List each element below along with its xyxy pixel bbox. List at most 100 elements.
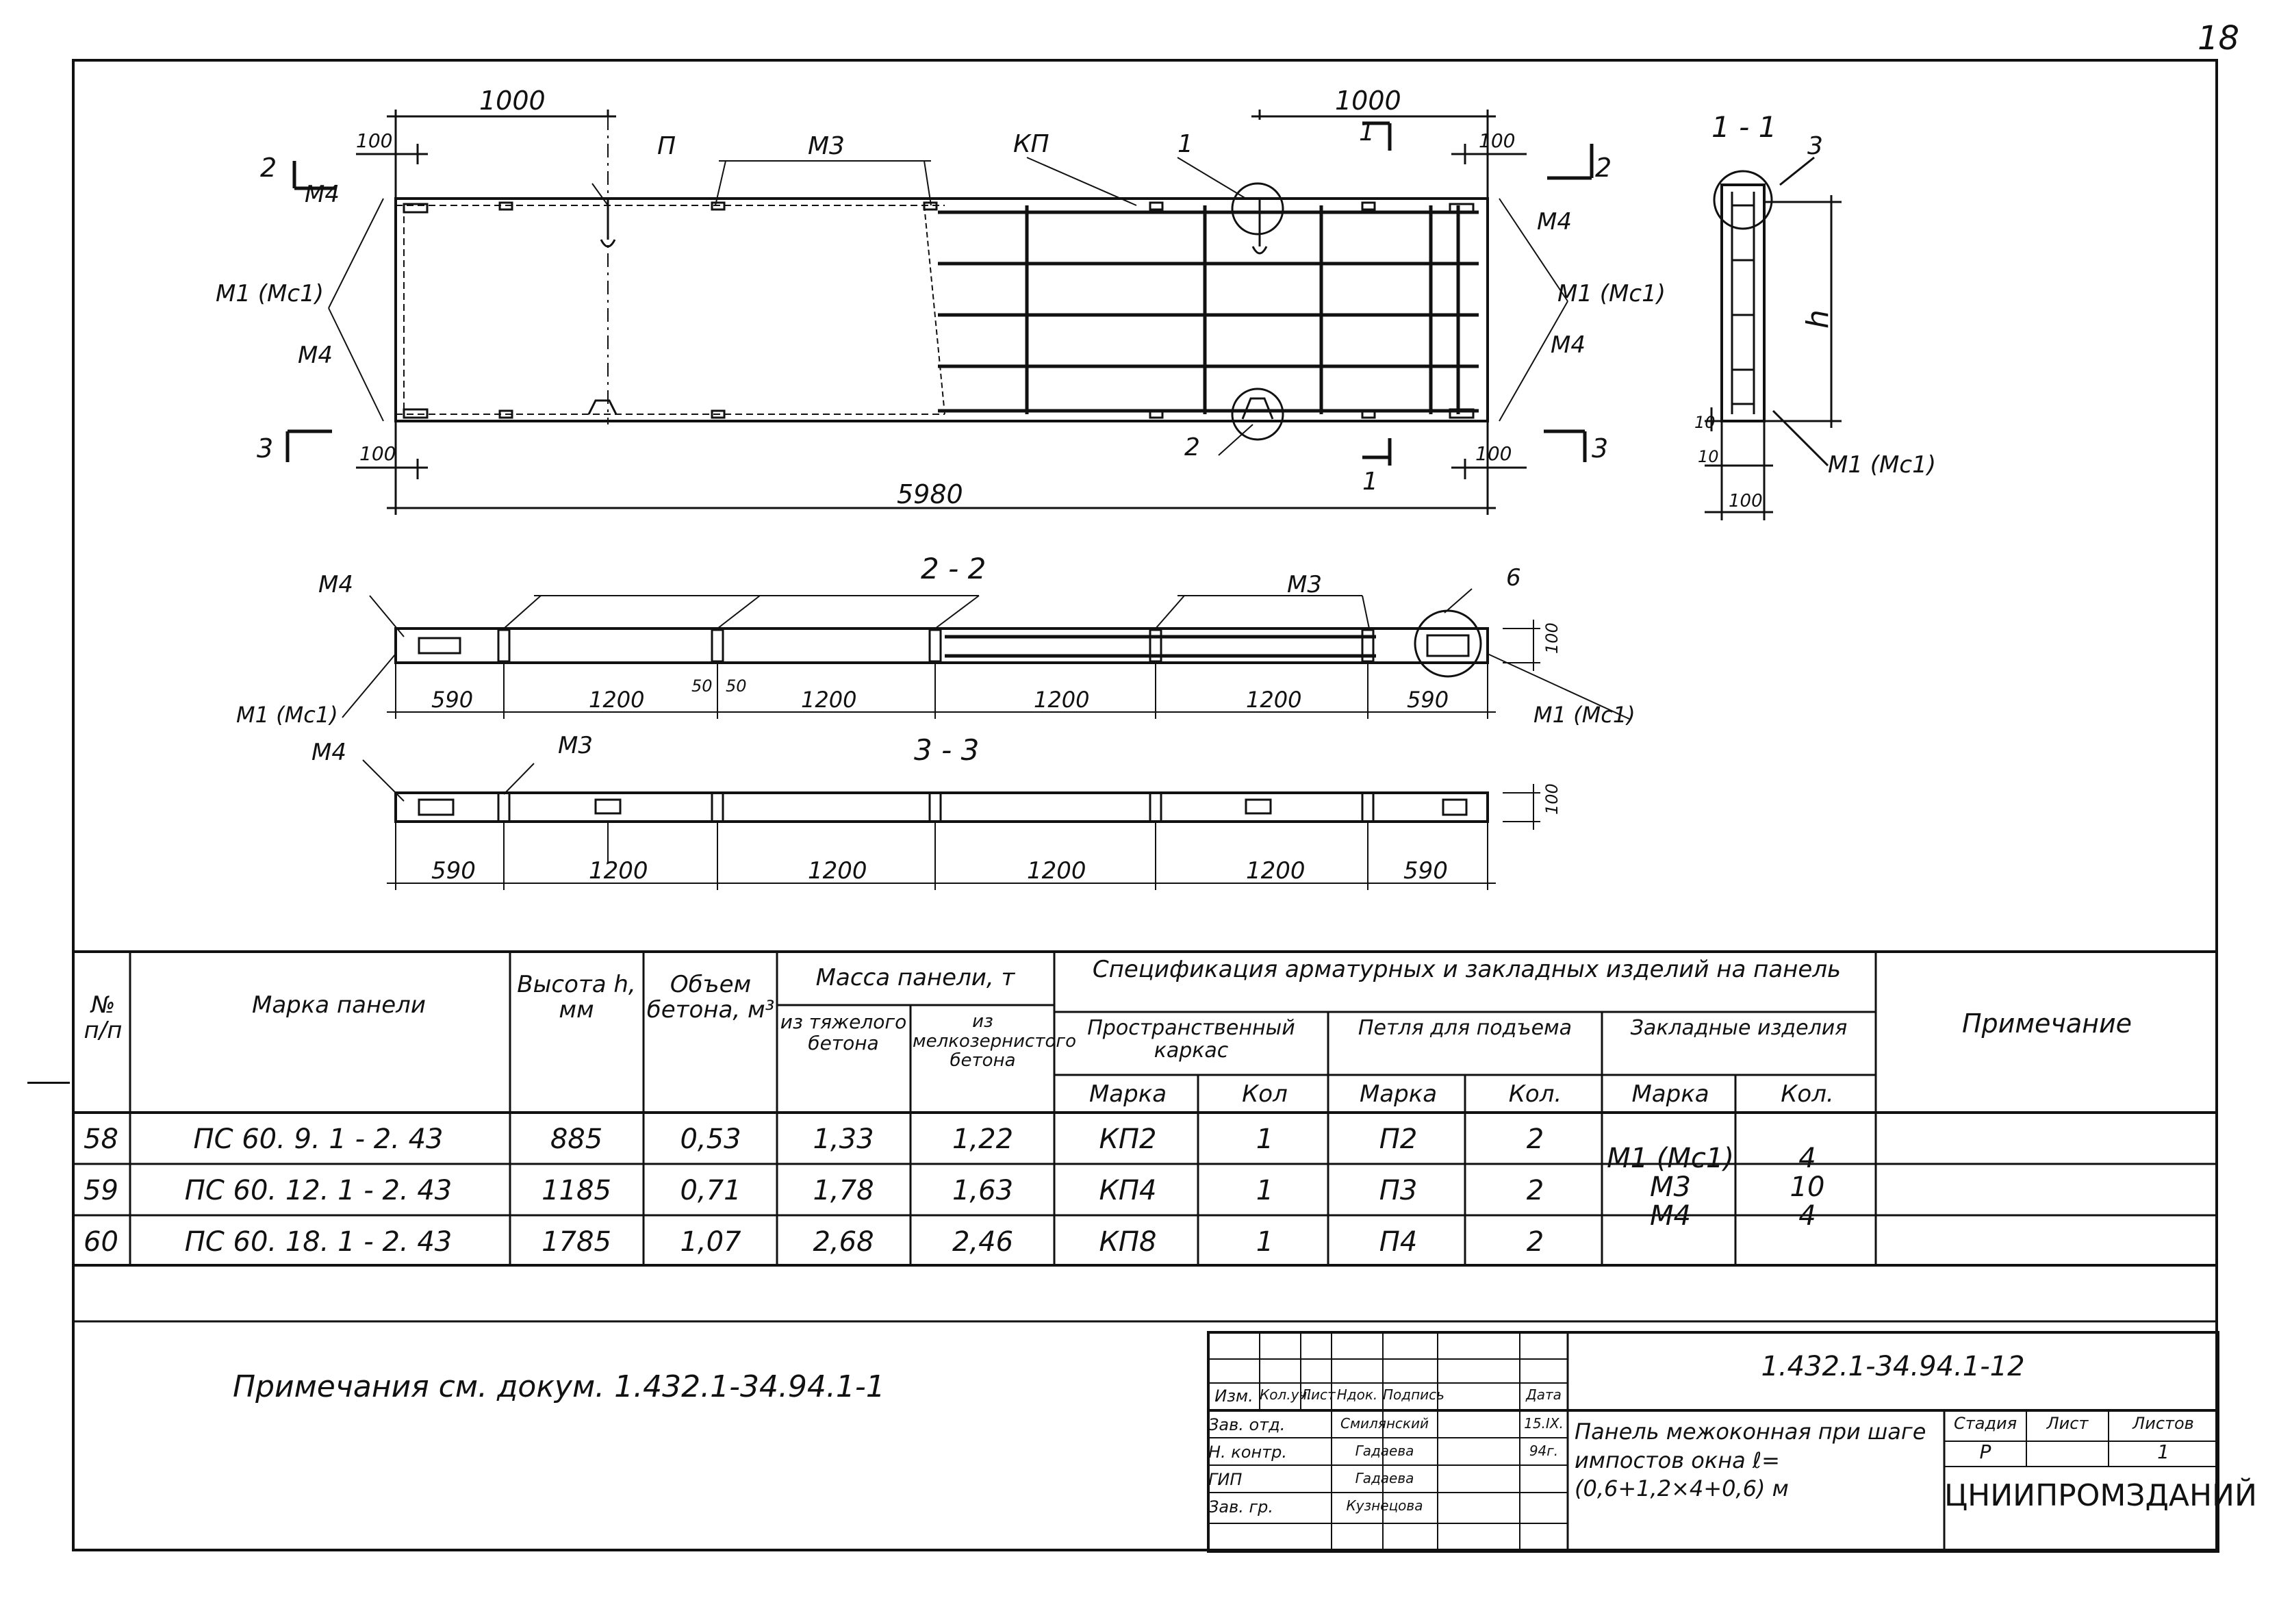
row-60-mark: ПС 60. 18. 1 - 2. 43 — [184, 1226, 453, 1258]
stamp-role-2: Н. контр. — [1208, 1443, 1288, 1462]
dim-100-top-left: 100 — [356, 129, 392, 152]
dim-top-right: 1000 — [1335, 86, 1401, 116]
stamp-sheet-header: Лист — [2046, 1414, 2089, 1433]
label-m1-right: М1 (Мс1) — [1557, 280, 1666, 307]
row-60-no: 60 — [84, 1226, 118, 1258]
section-1-1-dim-100: 100 — [1729, 491, 1763, 511]
section-2-2-label-m1-right: М1 (Мс1) — [1533, 702, 1635, 728]
stamp-sheets: 1 — [2157, 1441, 2169, 1463]
stamp-date-2: 94г. — [1529, 1443, 1559, 1459]
stamp-role-1: Зав. отд. — [1208, 1415, 1286, 1434]
label-detail-2: 2 — [1184, 433, 1200, 461]
label-kp: КП — [1013, 130, 1049, 158]
plan-view: 1000 1000 100 100 100 100 5980 П М3 КП 1… — [216, 86, 1666, 515]
row-59-no: 59 — [84, 1175, 118, 1206]
embed-mark-m3: М3 — [1650, 1171, 1691, 1203]
section-3-3-label-m3: М3 — [558, 732, 593, 759]
section-1-1-dim-10b: 10 — [1698, 447, 1719, 466]
embed-mark-m4: М4 — [1650, 1200, 1691, 1232]
row-59-mass-fine: 1,63 — [952, 1175, 1014, 1206]
row-58-volume: 0,53 — [680, 1124, 741, 1155]
section-1-1-label-m1: М1 (Мс1) — [1828, 451, 1936, 479]
row-58-mass-fine: 1,22 — [952, 1124, 1014, 1155]
dim-top-left: 1000 — [479, 86, 546, 116]
embed-qty-m3: 10 — [1790, 1171, 1825, 1203]
drawing-title: Панель межоконная при шаге импостов окна… — [1575, 1419, 1926, 1502]
stamp-col-data: Дата — [1526, 1386, 1562, 1403]
notes-reference: Примечания см. докум. 1.432.1-34.94.1-1 — [233, 1369, 885, 1404]
section-2-2-dim-100: 100 — [1542, 622, 1562, 654]
sheet-number: 18 — [2198, 19, 2240, 58]
stamp-name-1: Смилянский — [1340, 1415, 1429, 1432]
col-header-mass: Масса панели, т — [815, 964, 1015, 991]
col-header-embed: Закладные изделия — [1630, 1016, 1848, 1040]
label-detail-1: 1 — [1177, 130, 1193, 158]
col-header-mark: Марка панели — [252, 991, 426, 1019]
cut-mark-3-right: 3 — [1592, 433, 1608, 464]
section-3-3-dim-5: 590 — [1403, 857, 1448, 885]
stamp-role-4: Зав. гр. — [1208, 1497, 1273, 1517]
label-m4-bl: М4 — [298, 342, 333, 369]
row-60-mass-fine: 2,46 — [952, 1226, 1014, 1258]
spec-table: № п/п Марка панели Высота h, мм Объем бе… — [72, 952, 2218, 1280]
section-2-2: 2 - 2 М4 М3 6 М1 (Мс1) М1 (Мс1) 100 590 … — [236, 552, 1635, 728]
stamp-name-4: Кузнецова — [1346, 1497, 1423, 1514]
col-header-embed-qty: Кол. — [1781, 1080, 1834, 1108]
col-header-loop: Петля для подъема — [1358, 1016, 1573, 1040]
row-59-volume: 0,71 — [680, 1175, 741, 1206]
col-header-no: № п/п — [84, 991, 123, 1045]
section-2-2-dim-7: 590 — [1407, 687, 1449, 713]
col-header-spec: Спецификация арматурных и закладных изде… — [1092, 956, 1842, 983]
section-2-2-label-m4: М4 — [318, 571, 353, 598]
col-header-embed-mark: Марка — [1631, 1080, 1709, 1108]
label-m4-tl: М4 — [305, 181, 340, 208]
row-58-loop-mark: П2 — [1379, 1124, 1418, 1155]
row-59-height: 1185 — [542, 1175, 611, 1206]
col-header-loop-qty: Кол. — [1508, 1080, 1562, 1108]
row-60-mass-heavy: 2,68 — [813, 1226, 874, 1258]
section-3-3-title: 3 - 3 — [914, 733, 979, 767]
stamp-col-podp: Подпись — [1383, 1386, 1444, 1403]
section-3-3-dim-100: 100 — [1542, 783, 1562, 815]
embed-qty-m1: 4 — [1798, 1143, 1816, 1174]
row-60-loop-mark: П4 — [1379, 1226, 1418, 1258]
row-60-height: 1785 — [542, 1226, 611, 1258]
col-header-mass-heavy: из тяжелого бетона — [780, 1011, 907, 1054]
section-1-1: 1 - 1 3 h 10 10 100 М1 (Мс1) — [1694, 110, 1936, 520]
section-2-2-dim-0: 590 — [431, 687, 473, 713]
stamp-col-izm: Изм. — [1214, 1386, 1253, 1406]
section-2-2-label-6: 6 — [1506, 564, 1521, 592]
row-58-loop-qty: 2 — [1526, 1124, 1544, 1155]
section-2-2-dim-3: 50 — [726, 676, 747, 696]
stamp-col-list: Лист — [1301, 1386, 1336, 1403]
col-header-mass-fine: из мелкозернистого бетона — [913, 1011, 1076, 1071]
row-59-mass-heavy: 1,78 — [813, 1175, 874, 1206]
section-1-1-height-label: h — [1800, 309, 1835, 329]
row-59-frame-mark: КП4 — [1099, 1175, 1157, 1206]
col-header-frame: Пространственный каркас — [1087, 1016, 1295, 1063]
spec-table-grid — [72, 950, 2218, 1323]
stamp-role-3: ГИП — [1208, 1470, 1243, 1489]
binding-strip — [27, 1082, 70, 1553]
col-header-height: Высота h, мм — [517, 971, 636, 1024]
stamp-name-3: Гадаева — [1355, 1470, 1414, 1486]
label-m4-br: М4 — [1551, 331, 1586, 359]
cut-mark-1-bottom: 1 — [1362, 468, 1378, 496]
col-header-frame-mark: Марка — [1088, 1080, 1167, 1108]
row-58-no: 58 — [84, 1124, 118, 1155]
title-block: 1.432.1-34.94.1-12 Изм. Кол.уч. Лист Ндо… — [1208, 1332, 2257, 1551]
row-58-mass-heavy: 1,33 — [813, 1124, 874, 1155]
section-1-1-dim-10a: 10 — [1694, 413, 1716, 432]
dim-100-bottom-right: 100 — [1475, 442, 1512, 465]
cut-mark-2-right: 2 — [1595, 153, 1612, 183]
col-header-loop-mark: Марка — [1359, 1080, 1438, 1108]
row-58-frame-mark: КП2 — [1099, 1124, 1157, 1155]
stamp-date-1: 15.IX. — [1524, 1415, 1564, 1432]
row-59-loop-mark: П3 — [1379, 1175, 1418, 1206]
col-header-note: Примечание — [1961, 1008, 2132, 1039]
section-2-2-label-m3: М3 — [1287, 571, 1322, 598]
section-1-1-label-3: 3 — [1807, 132, 1823, 160]
stamp-col-koluch: Кол.уч. — [1260, 1386, 1312, 1403]
stamp-sheets-header: Листов — [2132, 1414, 2194, 1433]
